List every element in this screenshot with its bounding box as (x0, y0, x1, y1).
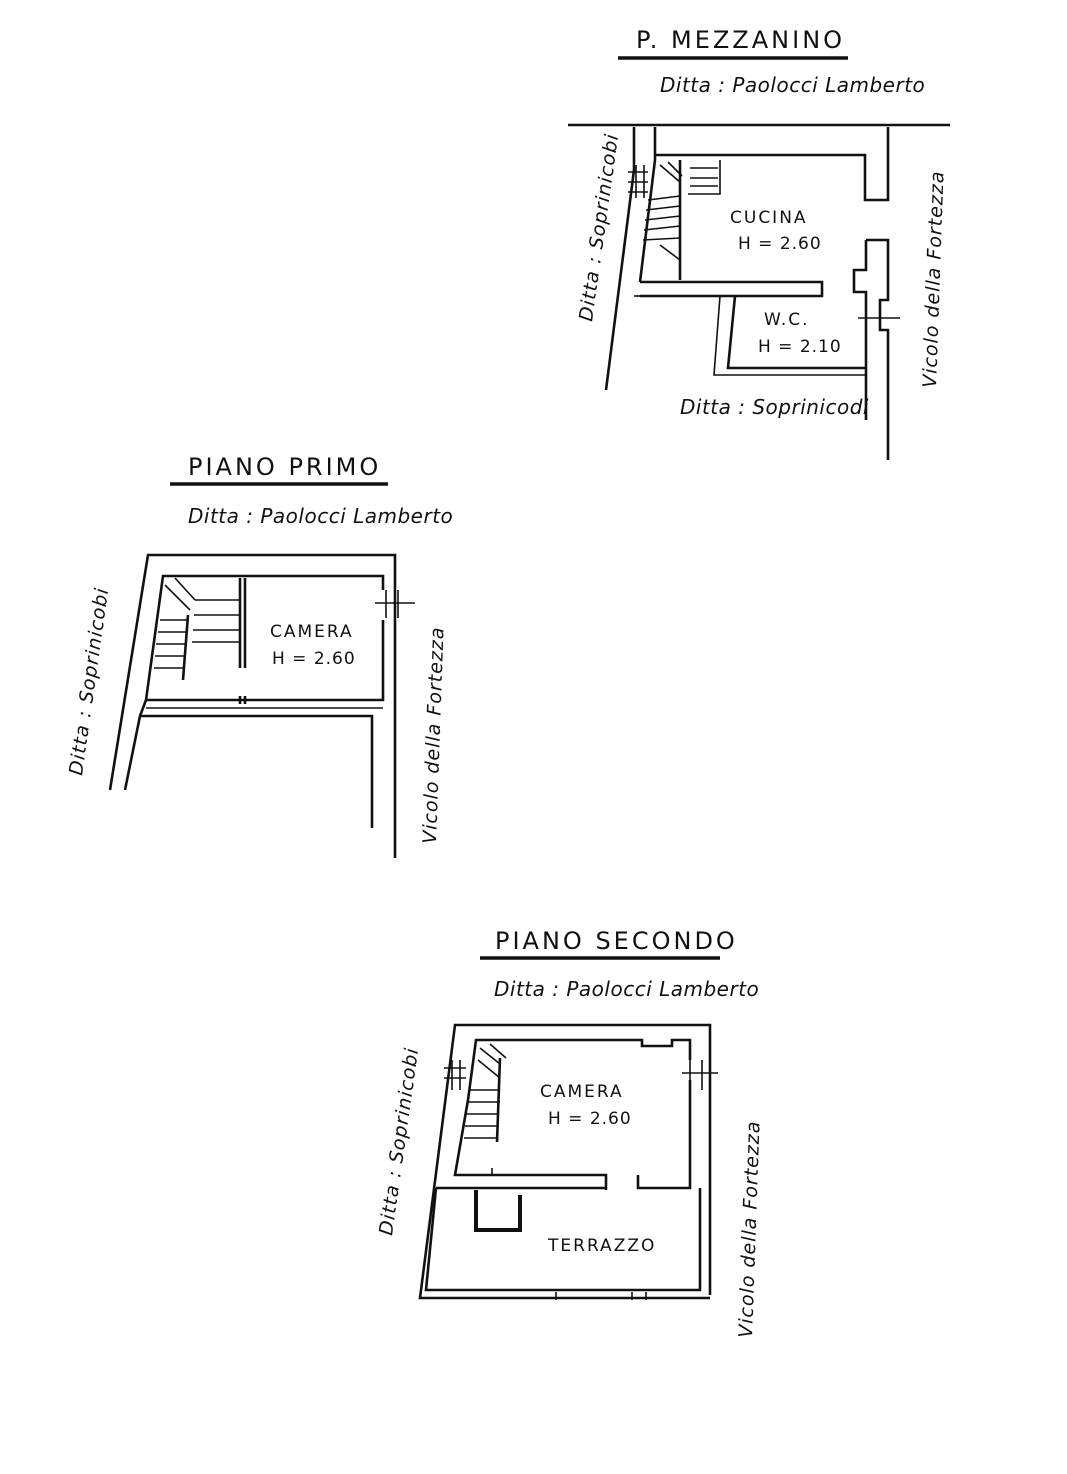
secondo-room-height-camera: H = 2.60 (548, 1109, 632, 1129)
secondo-room-name-camera: CAMERA (540, 1082, 624, 1102)
secondo-window-left (444, 1060, 466, 1090)
primo-room-name-camera: CAMERA (270, 622, 354, 642)
primo-street-label: Vicolo della Fortezza (419, 626, 449, 844)
mezzanino-room-height-wc: H = 2.10 (758, 337, 842, 357)
secondo-room-name-terrazzo: TERRAZZO (547, 1236, 656, 1256)
mezzanino-bottom-neighbor: Ditta : Soprinicodi (680, 395, 869, 419)
mezzanino-left-wall (604, 127, 636, 391)
secondo-outer-wall (418, 1023, 712, 1300)
mezzanino-left-neighbor: Ditta : Soprinicobi (575, 132, 623, 323)
secondo-terrace-chimney (474, 1190, 522, 1232)
mezzanino-window-right (858, 310, 900, 330)
secondo-street-label: Vicolo della Fortezza (735, 1120, 765, 1338)
secondo-window-right (682, 1060, 718, 1090)
primo-room-bottom-wall (146, 620, 385, 702)
mezzanino-left-wall-inner (638, 127, 657, 283)
primo-lower-wall (140, 714, 374, 828)
mezzanino-wc-wall (726, 295, 866, 370)
primo-window-right (375, 590, 415, 618)
mezzanino-title: P. MEZZANINO (636, 26, 845, 54)
mezzanino-room-height-cucina: H = 2.60 (738, 234, 822, 254)
mezzanino-owner: Ditta : Paolocci Lamberto (660, 73, 925, 97)
mezzanino-staircase (642, 160, 721, 280)
secondo-staircase (464, 1043, 507, 1143)
mezzanino-room-name-cucina: CUCINA (730, 208, 808, 228)
mezzanino-wc-wall-outer (713, 295, 866, 376)
secondo-terrace-parapet (424, 1187, 702, 1292)
mezzanino-street-label: Vicolo della Fortezza (919, 170, 949, 388)
plan-primo: PIANO PRIMO Ditta : Paolocci Lamberto CA… (65, 453, 453, 858)
mezzanino-partition (640, 280, 824, 298)
primo-door-jamb (238, 578, 247, 704)
secondo-camera-right-wall (636, 1080, 692, 1190)
primo-left-neighbor: Ditta : Soprinicobi (65, 586, 113, 777)
mezzanino-room-name-wc: W.C. (764, 310, 810, 330)
primo-staircase (154, 577, 240, 681)
primo-title: PIANO PRIMO (188, 453, 381, 481)
plan-mezzanino: P. MEZZANINO Ditta : Paolocci Lamberto C… (568, 26, 950, 460)
secondo-title: PIANO SECONDO (495, 927, 738, 955)
secondo-left-neighbor: Ditta : Soprinicobi (375, 1046, 423, 1237)
secondo-camera-wall (453, 1038, 692, 1190)
primo-room-height-camera: H = 2.60 (272, 649, 356, 669)
plan-secondo: PIANO SECONDO Ditta : Paolocci Lamberto … (375, 927, 764, 1338)
primo-outer-wall (108, 553, 397, 858)
mezzanino-right-wall (866, 238, 890, 460)
mezzanino-window-left (628, 165, 648, 198)
secondo-owner: Ditta : Paolocci Lamberto (494, 977, 759, 1001)
primo-inner-wall (123, 574, 385, 791)
mezzanino-right-wall-inner (852, 240, 868, 420)
mezzanino-top-wall (655, 127, 890, 202)
primo-owner: Ditta : Paolocci Lamberto (188, 504, 453, 528)
